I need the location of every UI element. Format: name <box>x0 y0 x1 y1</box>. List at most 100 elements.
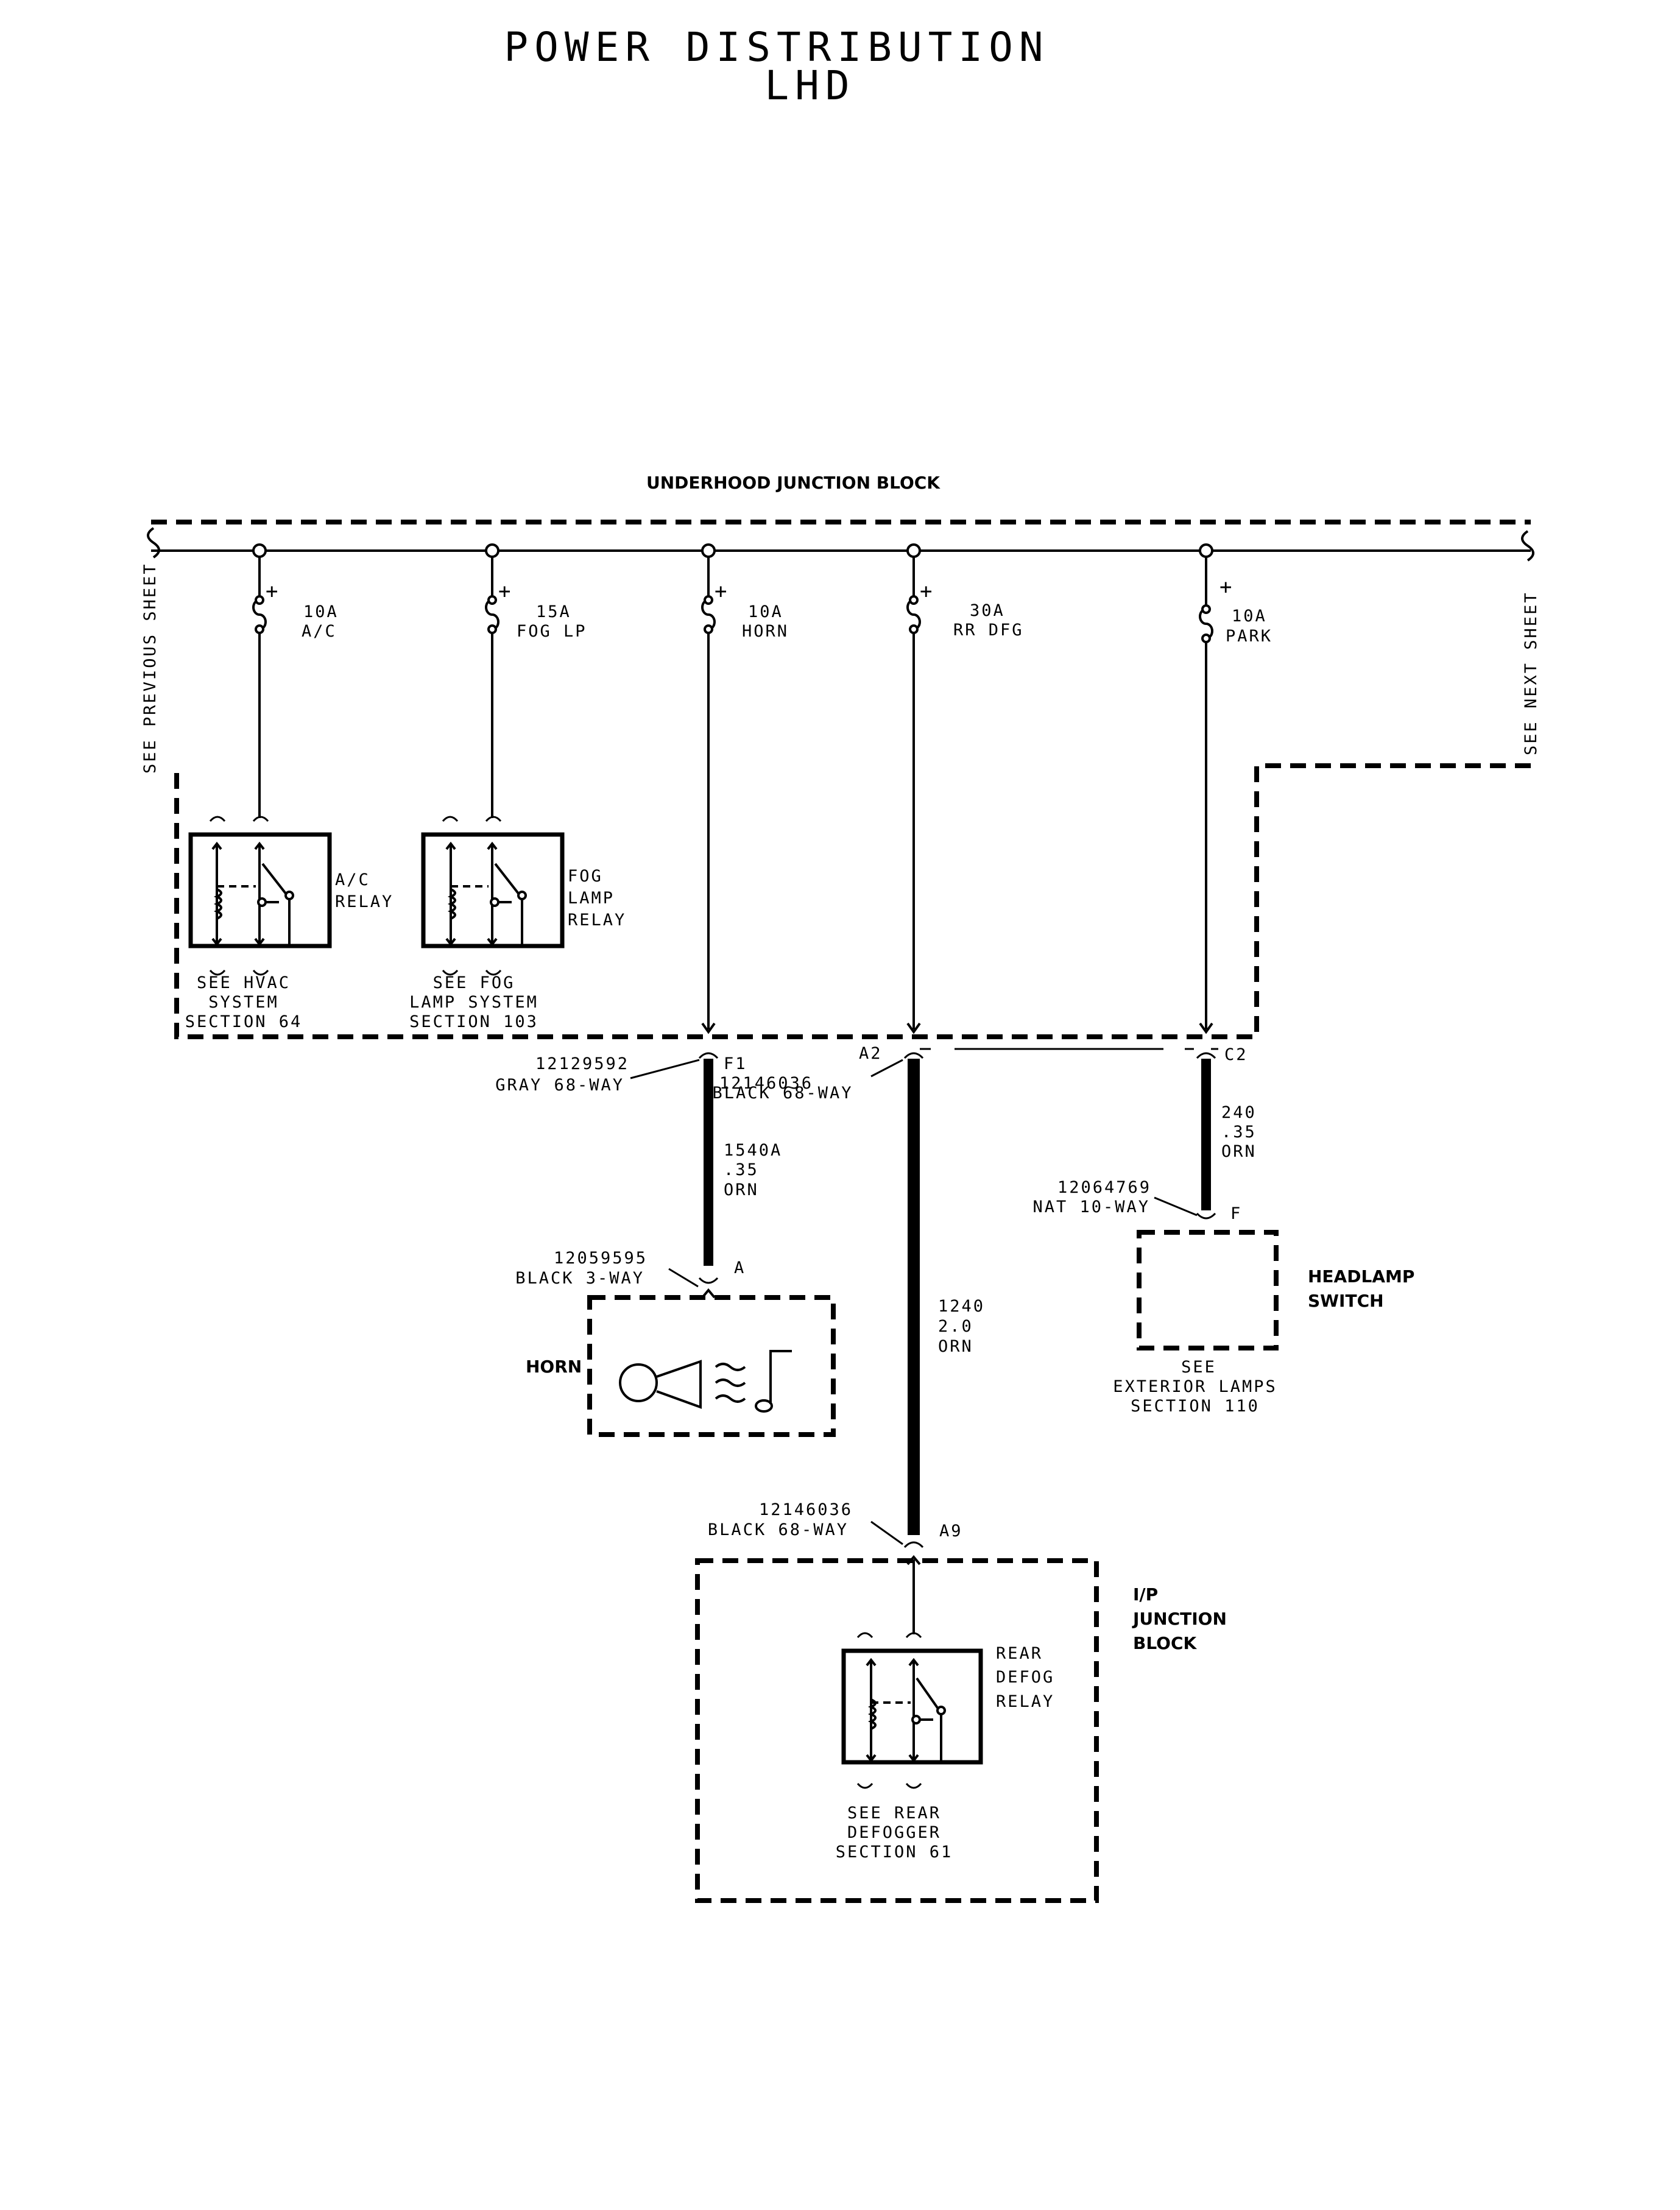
connector-f1-mark <box>698 1052 719 1059</box>
connector-a9-pin: A9 <box>939 1522 963 1541</box>
break-left-icon <box>147 527 160 559</box>
rear-defog-see-3: SECTION 61 <box>836 1843 953 1862</box>
fuse-ac-rating: 10A <box>303 602 339 621</box>
fuse-ac-plus: + <box>266 579 278 604</box>
fuse-ac: + 10A A/C <box>252 543 339 818</box>
arrow-park <box>1199 1022 1213 1034</box>
horn-connector-part: 12059595 <box>554 1249 648 1268</box>
horn-connector-leader <box>668 1268 699 1288</box>
arrow-horn <box>701 1022 716 1034</box>
horn-connector-mark <box>698 1277 719 1284</box>
page-title: POWER DISTRIBUTION <box>504 24 1049 71</box>
wire-horn-gauge: .35 <box>724 1160 759 1179</box>
connector-a9-desc: BLACK 68-WAY <box>708 1520 849 1539</box>
fog-relay-see-3: SECTION 103 <box>409 1012 538 1031</box>
rear-defog-relay-name-1: REAR <box>996 1644 1043 1663</box>
headlamp-connector-leader <box>1154 1196 1198 1216</box>
rear-defog-relay-name-3: RELAY <box>996 1692 1054 1711</box>
see-previous-sheet: SEE PREVIOUS SHEET <box>141 562 160 774</box>
ip-junction-block-outline <box>695 1558 1099 1903</box>
headlamp-see-3: SECTION 110 <box>1131 1397 1260 1416</box>
headlamp-switch-label-2: SWITCH <box>1308 1291 1384 1311</box>
fuse-ac-circuit: A/C <box>302 622 337 641</box>
connector-a2-mark <box>903 1052 924 1059</box>
connector-a2-leader <box>870 1059 903 1078</box>
sound-wave-icon <box>715 1363 746 1403</box>
fuse-horn: + 10A HORN <box>701 543 789 1029</box>
fog-relay-name-1: FOG <box>568 867 603 886</box>
fog-lamp-relay: FOG LAMP RELAY SEE FOG LAMP SYSTEM SECTI… <box>409 816 626 1031</box>
fuse-rr-dfg-plus: + <box>920 579 932 604</box>
arrow-rr-dfg <box>906 1022 921 1034</box>
ac-relay-name-1: A/C <box>335 870 370 889</box>
ac-relay: A/C RELAY SEE HVAC SYSTEM SECTION 64 <box>185 816 394 1031</box>
fog-relay-see-2: LAMP SYSTEM <box>409 993 538 1012</box>
rear-defog-relay-name-2: DEFOG <box>996 1668 1054 1687</box>
wire-park-gauge: .35 <box>1221 1123 1257 1142</box>
connector-f1-part: 12129592 <box>535 1054 629 1073</box>
underhood-junction-block-outline <box>151 520 1531 1039</box>
break-right-icon <box>1521 530 1534 562</box>
rear-defog-see-1: SEE REAR <box>847 1804 941 1823</box>
wire-defog-gauge: 2.0 <box>938 1317 973 1336</box>
connector-f1-desc: GRAY 68-WAY <box>495 1076 624 1095</box>
fuse-fog-plus: + <box>498 579 510 604</box>
rear-defog-see-2: DEFOGGER <box>847 1823 941 1842</box>
underhood-junction-block-label: UNDERHOOD JUNCTION BLOCK <box>646 473 941 493</box>
wire-defog-circuit: 1240 <box>938 1297 985 1316</box>
connector-c2-pin: C2 <box>1224 1045 1248 1064</box>
page-subtitle: LHD <box>764 62 855 109</box>
music-note-icon <box>769 1350 792 1404</box>
horn-label: HORN <box>526 1357 582 1377</box>
fuse-park-plus: + <box>1219 575 1232 599</box>
fuse-rr-dfg-rating: 30A <box>970 601 1005 620</box>
fuse-fog: + 15A FOG LP <box>485 543 587 818</box>
fuse-park-rating: 10A <box>1232 607 1267 626</box>
connector-a9-leader <box>870 1520 903 1545</box>
connector-a2-pin: A2 <box>859 1044 883 1063</box>
ip-junction-label-3: BLOCK <box>1133 1633 1198 1653</box>
ip-junction-label-1: I/P <box>1133 1584 1158 1605</box>
connector-a2-part: 12146036 <box>719 1074 813 1093</box>
fuse-horn-plus: + <box>715 579 727 604</box>
fuse-fog-circuit: FOG LP <box>517 622 587 641</box>
ac-relay-see-1: SEE HVAC <box>197 973 291 992</box>
connector-a9-mark <box>903 1541 924 1548</box>
fuse-rr-dfg-circuit: RR DFG <box>953 621 1024 640</box>
fuse-fog-rating: 15A <box>536 602 571 621</box>
fog-relay-name-2: LAMP <box>568 889 615 908</box>
horn-connector-pin: A <box>734 1259 746 1277</box>
wire-park-circuit: 240 <box>1221 1103 1257 1122</box>
rear-defog-relay: REAR DEFOG RELAY SEE REAR DEFOGGER SECTI… <box>836 1632 1054 1862</box>
headlamp-connector-mark <box>1196 1212 1216 1220</box>
ac-relay-name-2: RELAY <box>335 892 394 911</box>
fog-relay-see-1: SEE FOG <box>433 973 515 992</box>
fuse-park-circuit: PARK <box>1226 627 1272 646</box>
wire-horn-circuit: 1540A <box>724 1141 782 1160</box>
connector-f1-leader <box>630 1059 700 1079</box>
headlamp-connector-pin: F <box>1230 1204 1242 1223</box>
horn-connector-desc: BLACK 3-WAY <box>515 1269 644 1288</box>
wire-park-color: ORN <box>1221 1142 1257 1161</box>
fuse-park: + 10A PARK <box>1199 543 1272 1029</box>
see-next-sheet: SEE NEXT SHEET <box>1522 591 1541 755</box>
horn-icon <box>619 1363 658 1402</box>
ac-relay-see-2: SYSTEM <box>208 993 279 1012</box>
fuse-horn-rating: 10A <box>748 602 783 621</box>
headlamp-switch-component: HEADLAMP SWITCH SEE EXTERIOR LAMPS SECTI… <box>1113 1230 1414 1416</box>
headlamp-connector-desc: NAT 10-WAY <box>1032 1198 1150 1216</box>
wire-defog-color: ORN <box>938 1337 973 1356</box>
connector-c2-mark <box>1196 1052 1216 1059</box>
connector-a9-part: 12146036 <box>759 1500 853 1519</box>
connector-f1-pin: F1 <box>724 1054 747 1073</box>
connector-a2-desc: BLACK 68-WAY <box>712 1084 853 1103</box>
wire-horn-color: ORN <box>724 1181 759 1199</box>
headlamp-see-2: EXTERIOR LAMPS <box>1113 1377 1277 1396</box>
headlamp-see-1: SEE <box>1181 1358 1216 1377</box>
fog-relay-name-3: RELAY <box>568 911 626 930</box>
fuse-rr-dfg: + 30A RR DFG <box>906 543 1024 1029</box>
ac-relay-see-3: SECTION 64 <box>185 1012 303 1031</box>
horn-component: HORN <box>526 1295 836 1437</box>
fuse-horn-circuit: HORN <box>742 622 789 641</box>
